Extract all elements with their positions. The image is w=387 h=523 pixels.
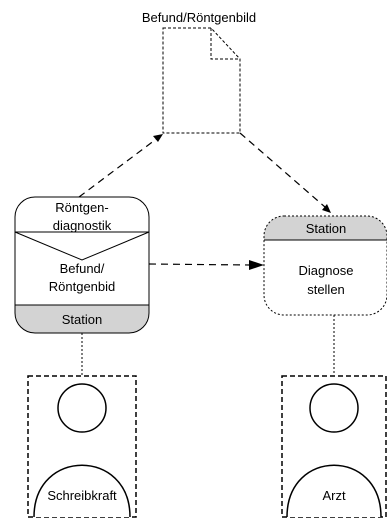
process-roentgendiagnostik [14, 196, 150, 334]
process-left-footer: Station [62, 312, 102, 327]
process-left-title-line1: Röntgen- [55, 200, 108, 215]
envelope-flap [14, 231, 150, 261]
station-band-left [15, 305, 149, 333]
station-band-right [264, 216, 387, 240]
process-right-header: Station [306, 221, 346, 236]
person-icon-body [33, 464, 131, 518]
actor-schreibkraft [27, 375, 137, 518]
process-right-content-line1: Diagnose [299, 263, 354, 278]
arrow-left-to-document [78, 134, 163, 198]
process-diagnose-stellen [263, 215, 387, 316]
actor-label-arzt: Arzt [322, 488, 346, 503]
process-left-content-line2: Röntgenbid [49, 279, 116, 294]
actor-arzt [281, 375, 387, 518]
process-right-content-line2: stellen [307, 282, 345, 297]
person-icon-body [286, 464, 382, 518]
process-left-title-line2: diagnostik [53, 218, 112, 233]
actor-label-schreibkraft: Schreibkraft [47, 488, 117, 503]
document-shape [162, 27, 241, 134]
document-label: Befund/Röntgenbild [142, 10, 256, 25]
process-left-content-line1: Befund/ [60, 261, 105, 276]
person-icon-head [309, 383, 359, 433]
arrow-document-to-right [239, 132, 331, 213]
arrow-left-to-right [148, 260, 264, 270]
person-icon-head [57, 383, 107, 433]
